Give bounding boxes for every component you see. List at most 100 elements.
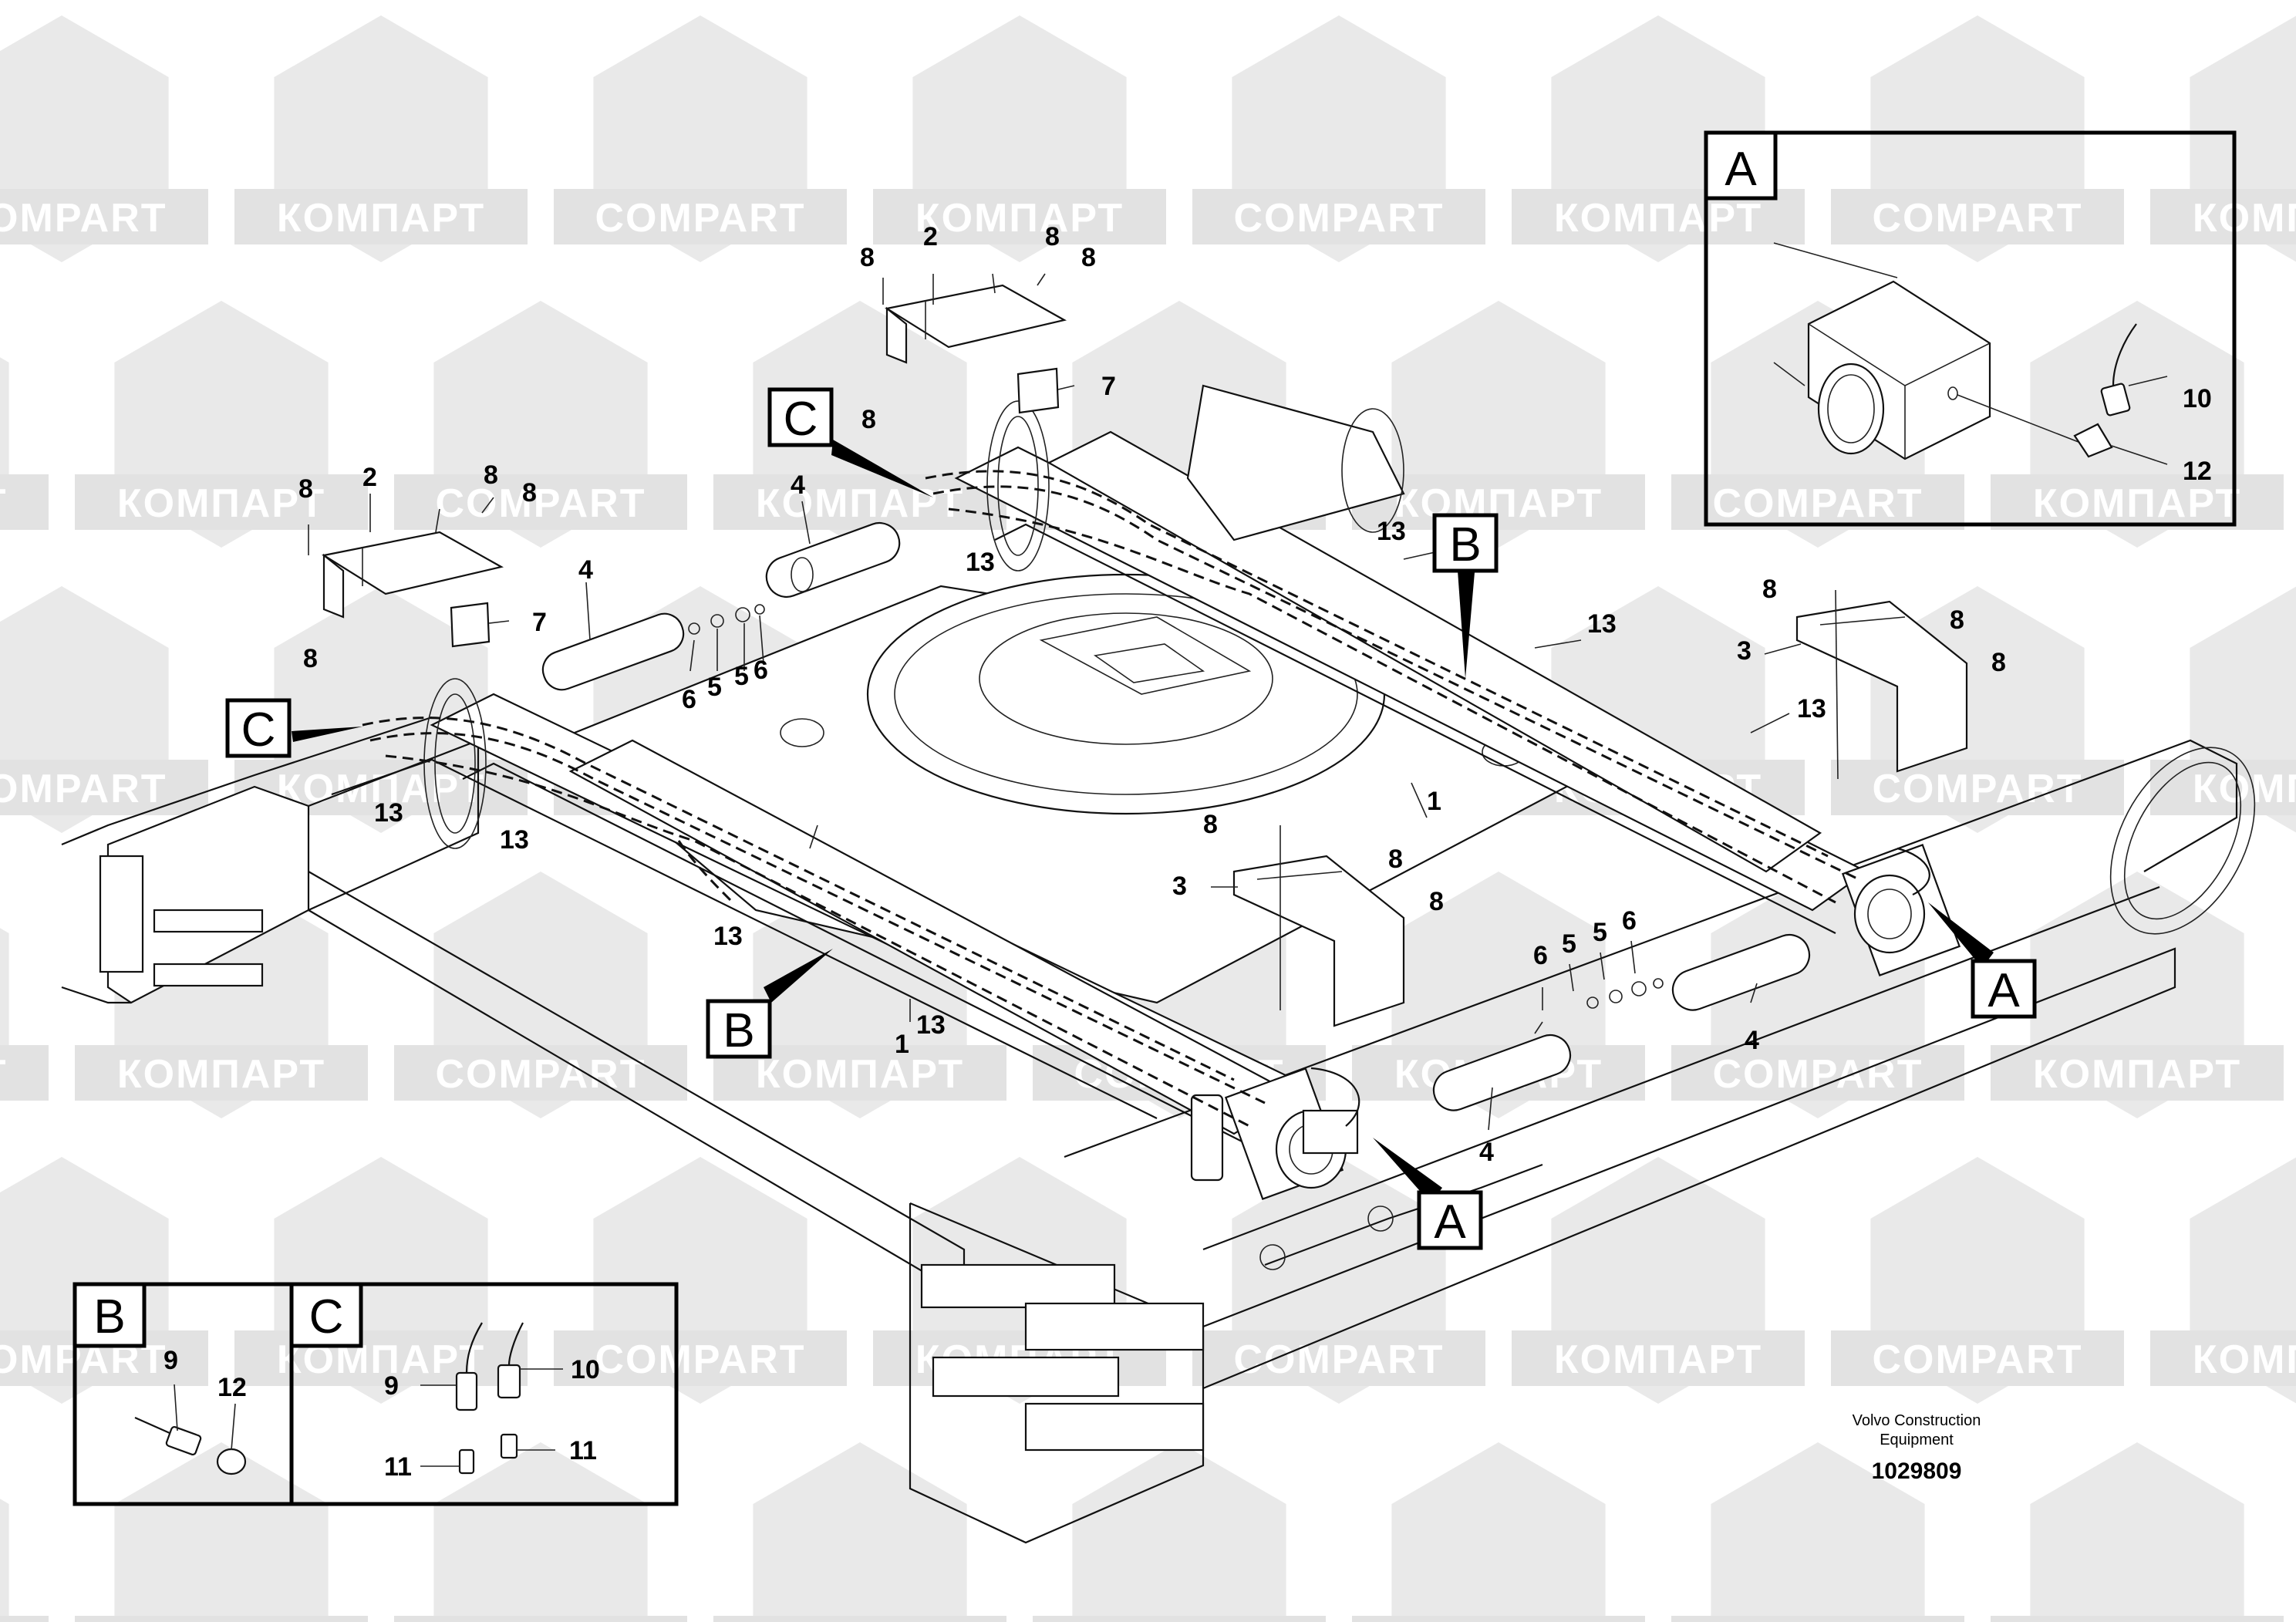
label-13: 13 <box>966 548 995 577</box>
label-8: 8 <box>861 405 876 434</box>
bracket-upper-2 <box>885 284 1067 364</box>
label-13: 13 <box>1377 517 1406 546</box>
label-4: 4 <box>791 470 805 500</box>
watermark-text: КОМПАРТ <box>1554 1337 1762 1382</box>
label-11: 11 <box>384 1452 412 1482</box>
callout-a-right: A <box>1971 959 2037 1019</box>
watermark-band <box>554 1330 847 1386</box>
label-12: 12 <box>2183 457 2212 486</box>
plates <box>450 367 1060 648</box>
label-8: 8 <box>1762 575 1777 604</box>
watermark-text: КОМПАРТ <box>756 1052 964 1097</box>
left-track-frame <box>61 716 1158 1297</box>
watermark-text: COMPART <box>0 1052 8 1097</box>
label-3: 3 <box>1172 872 1187 901</box>
label-10: 10 <box>2183 384 2212 413</box>
undercarriage-drawing <box>61 273 2256 1544</box>
watermark-text: COMPART <box>1712 1052 1923 1097</box>
watermark-text: КОМПАРТ <box>117 481 325 526</box>
leader-lines <box>308 273 1839 1131</box>
svg-text:A: A <box>1434 1195 1466 1249</box>
watermark-band <box>1991 1616 2284 1622</box>
hose-routing <box>362 470 1859 1128</box>
label-1: 1 <box>1427 787 1441 816</box>
label-4: 4 <box>1479 1138 1494 1167</box>
watermark-text: КОМПАРТ <box>1394 481 1603 526</box>
label-7: 7 <box>532 608 547 637</box>
label-8: 8 <box>1388 845 1403 874</box>
svg-text:B: B <box>1449 518 1481 572</box>
part-labels: 8 2 8 8 7 8 4 13 8 2 8 8 7 8 4 6 5 5 6 1… <box>298 222 2006 1167</box>
bracket-left-2 <box>322 531 504 619</box>
callout-a-lower: A <box>1417 1190 1483 1250</box>
watermark-text: COMPART <box>0 767 167 811</box>
watermark-text: КОМПАРТ <box>915 196 1124 241</box>
label-2: 2 <box>923 222 938 251</box>
label-8: 8 <box>1950 605 1964 635</box>
watermark-band <box>1033 1616 1326 1622</box>
watermark-hexagon <box>753 1442 967 1622</box>
label-8: 8 <box>1991 648 2006 677</box>
svg-text:C: C <box>309 1290 344 1344</box>
label-5: 5 <box>1593 918 1607 947</box>
company-name-line2: Equipment <box>1880 1431 1954 1448</box>
watermark-text: КОМПАРТ <box>756 481 964 526</box>
watermark-text: КОМПАРТ <box>2033 1052 2241 1097</box>
watermark-band <box>873 189 1166 244</box>
label-8: 8 <box>484 460 498 490</box>
svg-text:B: B <box>723 1004 754 1057</box>
watermark-text: COMPART <box>1712 481 1923 526</box>
watermark-band <box>75 474 368 530</box>
watermark-text: COMPART <box>0 196 167 241</box>
watermark-text: COMPART <box>595 1337 805 1382</box>
label-8: 8 <box>1429 887 1444 916</box>
svg-text:B: B <box>93 1290 125 1344</box>
document-number: 1029809 <box>1872 1458 1962 1484</box>
watermark-text: КОМПАРТ <box>2193 196 2296 241</box>
watermark-hexagon <box>0 928 9 1062</box>
watermark-hexagon <box>114 1442 329 1622</box>
label-9: 9 <box>164 1346 178 1375</box>
watermark-text: КОМПАРТ <box>1554 196 1762 241</box>
watermark-text: COMPART <box>435 481 646 526</box>
watermark-band <box>1512 1330 1805 1386</box>
svg-text:A: A <box>1988 964 2020 1017</box>
watermark-band <box>75 1045 368 1101</box>
label-6: 6 <box>754 656 768 685</box>
watermark-text: COMPART <box>1872 767 2082 811</box>
label-10: 10 <box>571 1355 600 1384</box>
watermark-text: КОМПАРТ <box>2193 1337 2296 1382</box>
watermark-band <box>713 474 1006 530</box>
watermark-band <box>1192 189 1485 244</box>
watermark-band <box>1671 474 1964 530</box>
watermark-text: КОМПАРТ <box>117 1052 325 1097</box>
watermark-band <box>1352 474 1645 530</box>
label-6: 6 <box>682 685 696 714</box>
bracket-right-3 <box>1795 600 1968 773</box>
label-5: 5 <box>1562 929 1576 959</box>
watermark-band <box>1352 1616 1645 1622</box>
label-13: 13 <box>1797 694 1826 723</box>
label-7: 7 <box>1101 372 1116 401</box>
label-12: 12 <box>217 1373 247 1402</box>
callout-c-upper: C <box>767 387 834 447</box>
watermark-band <box>394 1045 687 1101</box>
watermark-hexagon <box>433 1442 648 1622</box>
label-8: 8 <box>1081 243 1096 272</box>
watermark-band <box>2150 1330 2296 1386</box>
watermark-band <box>0 1045 49 1101</box>
label-8: 8 <box>298 474 313 504</box>
detail-view-b: B 9 12 <box>72 1282 247 1475</box>
label-13: 13 <box>916 1010 946 1040</box>
sprocket <box>2109 747 2256 935</box>
watermark-text: COMPART <box>0 481 8 526</box>
pin-left <box>541 612 685 691</box>
watermark-band <box>0 474 49 530</box>
detail-view-c: C 9 10 11 11 <box>289 1282 600 1482</box>
watermark-text: COMPART <box>1233 1337 1444 1382</box>
watermark-band <box>1831 1330 2124 1386</box>
watermark-band <box>0 760 208 815</box>
watermark-band <box>1192 1330 1485 1386</box>
watermark-text: COMPART <box>1872 1337 2082 1382</box>
